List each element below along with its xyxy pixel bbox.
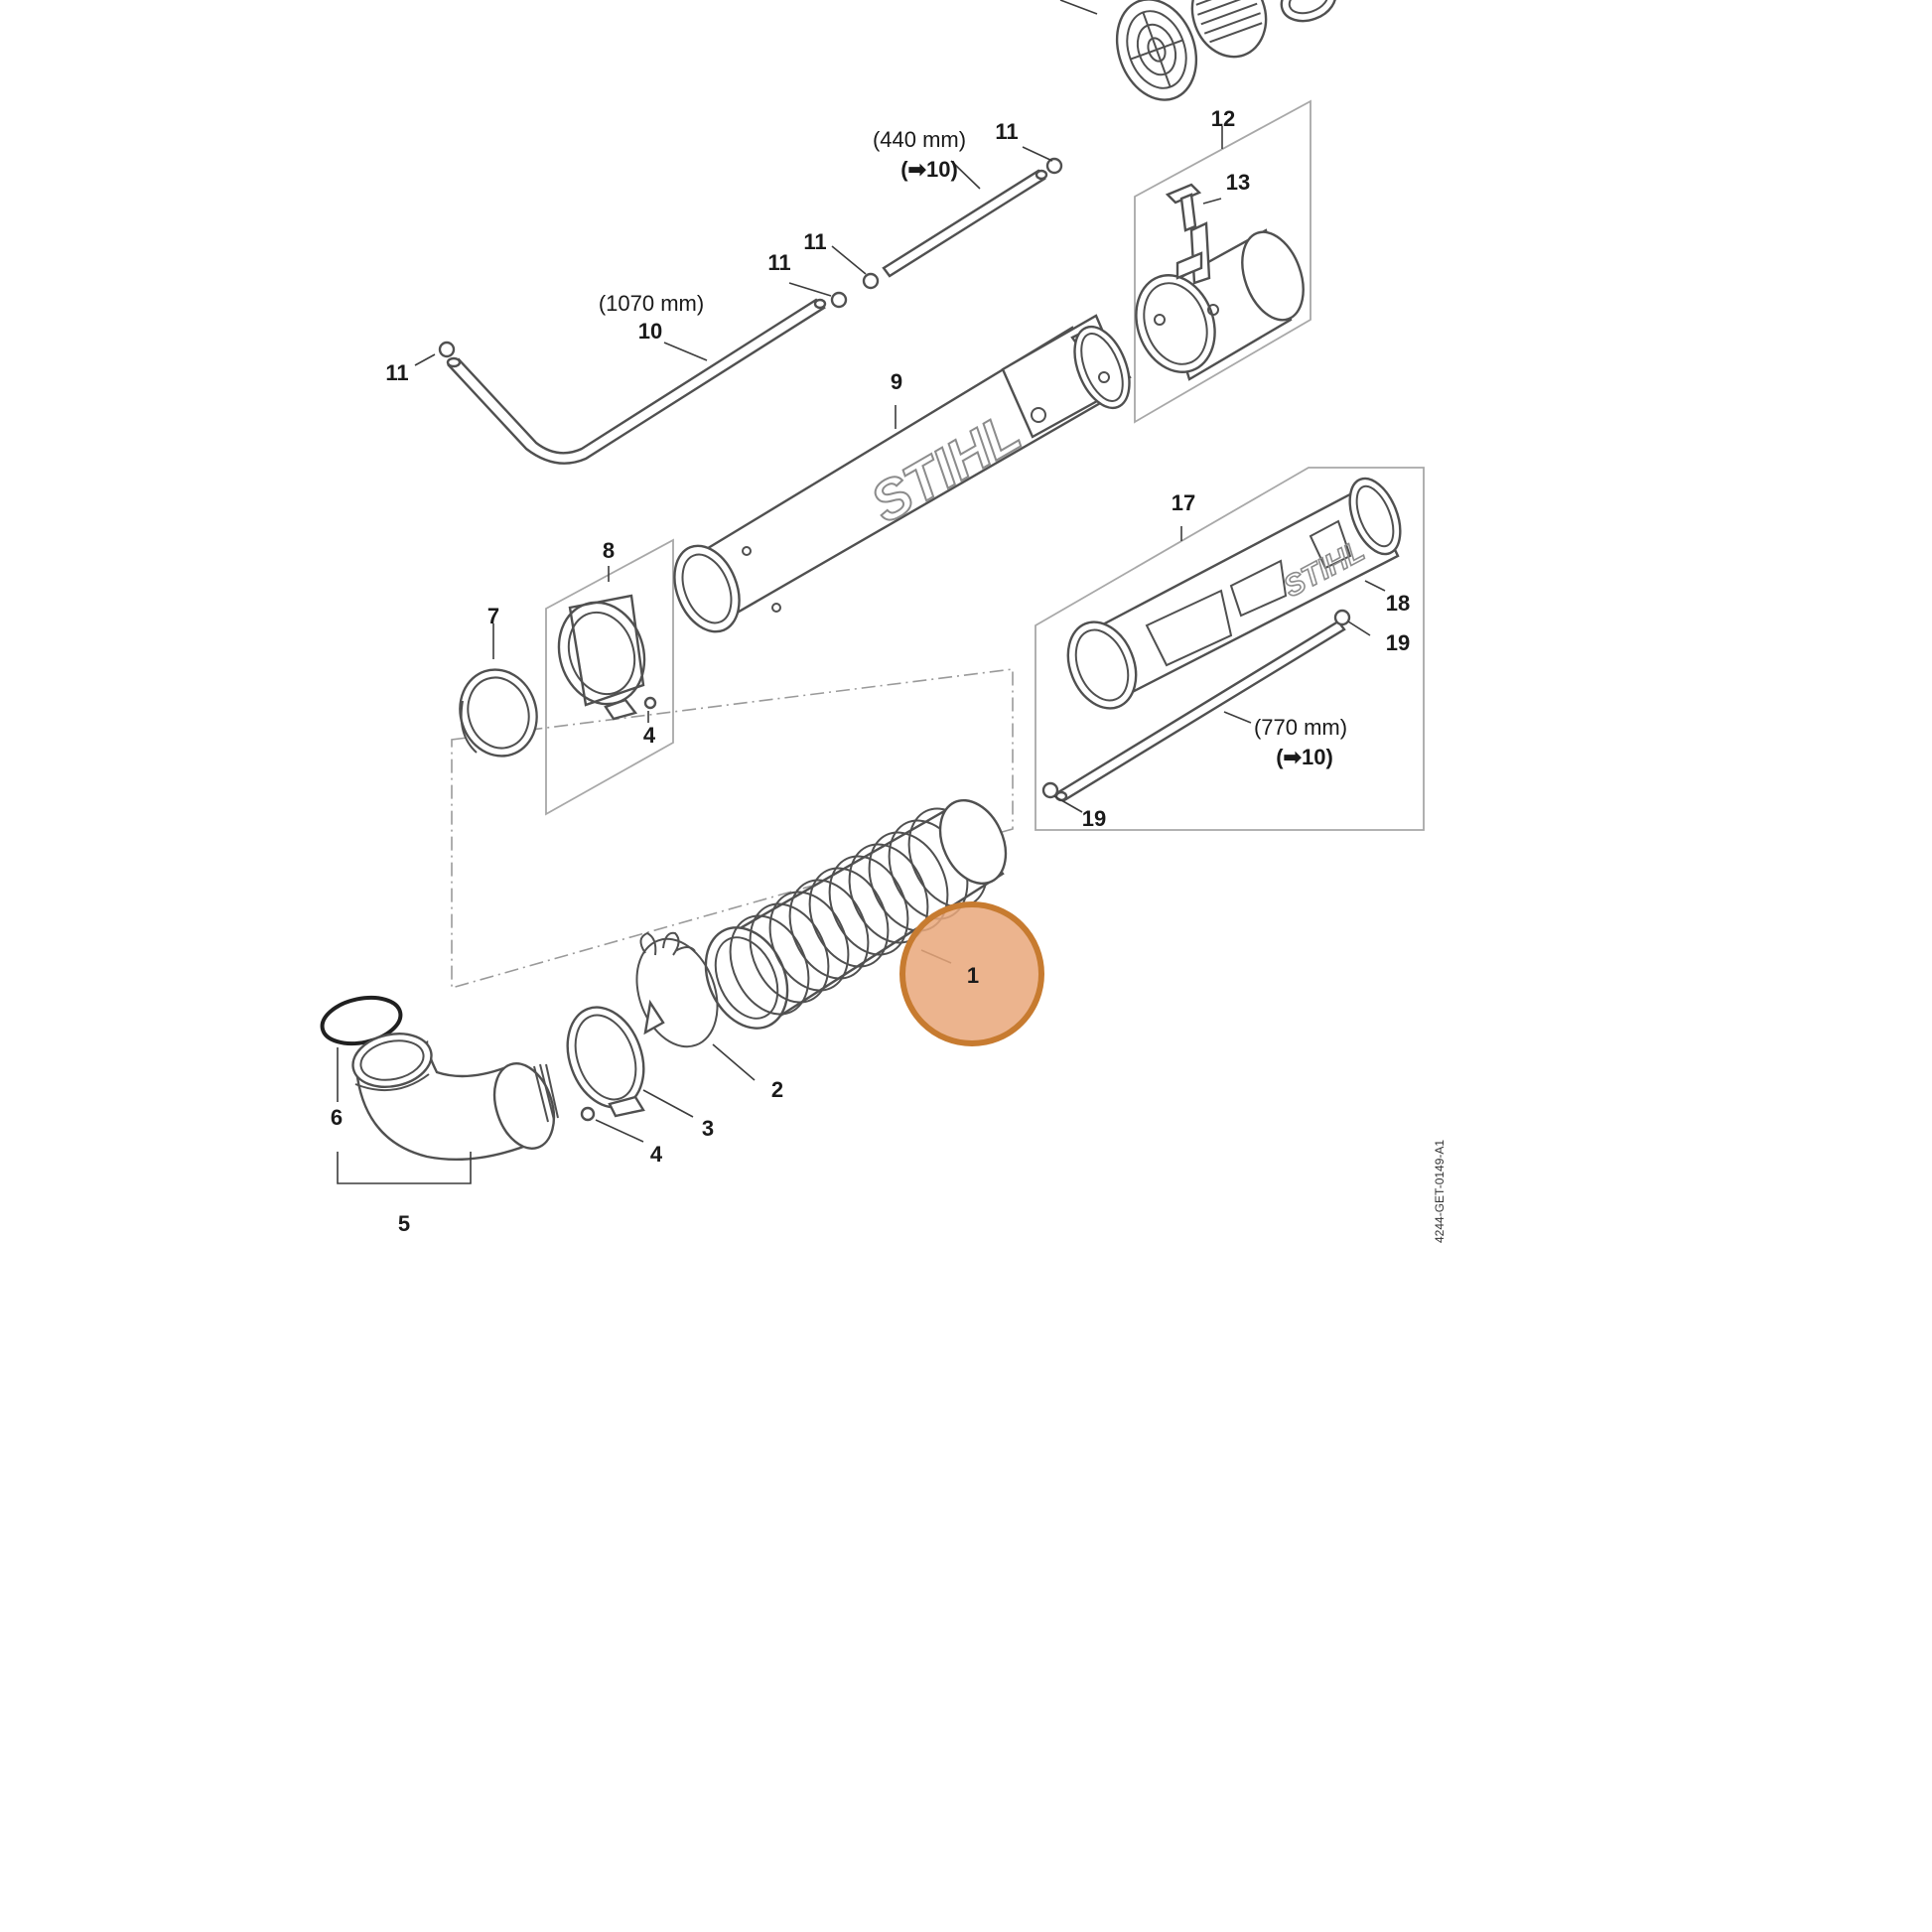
label-part-1[interactable]: 1 (967, 963, 979, 988)
label-part-10[interactable]: 10 (638, 319, 662, 344)
arrow-right-icon: ➡ (908, 157, 927, 182)
grille-parts (1059, 0, 1337, 101)
screw-4-lower (580, 1106, 596, 1122)
label-part-17[interactable]: 17 (1172, 490, 1195, 515)
label-part-13[interactable]: 13 (1226, 170, 1250, 195)
ref-arrow-440: (➡10) (900, 157, 958, 182)
highlight-marker (899, 901, 1044, 1046)
nut-19-lower (1041, 781, 1059, 799)
assembly-dash-frame (451, 668, 1014, 990)
spring-clip-2 (635, 931, 719, 1048)
ref-440-value: 10 (926, 157, 950, 182)
part-labels: 1 2 3 4 4 5 6 7 8 9 10 11 11 11 11 12 13… (331, 106, 1410, 1236)
frame-8 (545, 538, 674, 816)
label-part-4-lower[interactable]: 4 (650, 1142, 663, 1167)
label-part-7[interactable]: 7 (487, 604, 499, 628)
arrow-right-icon: ➡ (1284, 745, 1303, 769)
tube-770 (1054, 620, 1346, 802)
label-part-6[interactable]: 6 (331, 1105, 343, 1130)
label-part-18[interactable]: 18 (1386, 591, 1410, 616)
nut-parts (438, 157, 1063, 358)
drawing-code: 4244-GET-0149-A1 (1433, 1140, 1447, 1243)
nut-19-upper (1333, 609, 1351, 626)
tube-1070 (446, 298, 827, 465)
tube-17: STIHL (1066, 477, 1402, 710)
label-part-11-d[interactable]: 11 (995, 119, 1018, 144)
ring-7 (459, 668, 538, 758)
label-part-5[interactable]: 5 (398, 1211, 410, 1236)
label-part-9[interactable]: 9 (891, 369, 902, 394)
label-part-3[interactable]: 3 (702, 1116, 714, 1141)
clamp-3 (566, 1006, 645, 1118)
ref-arrow-770: (➡10) (1276, 745, 1333, 769)
label-part-12[interactable]: 12 (1211, 106, 1235, 131)
label-part-4-upper[interactable]: 4 (643, 723, 656, 748)
ref-770-value: 10 (1302, 745, 1325, 769)
clamp-8 (557, 594, 646, 721)
frame-12 (1134, 99, 1311, 424)
elbow-5 (351, 1033, 559, 1162)
oring-6 (320, 995, 403, 1046)
label-part-11-c[interactable]: 11 (803, 229, 826, 254)
label-part-19-lower[interactable]: 19 (1082, 806, 1106, 831)
label-part-11-a[interactable]: 11 (385, 360, 408, 385)
length-labels: (1070 mm) (440 mm) (770 mm) (➡10) (➡10) (599, 127, 1347, 769)
label-part-8[interactable]: 8 (603, 538, 615, 563)
tube-440 (882, 169, 1048, 278)
connector-12 (1135, 183, 1305, 381)
screw-4-upper (643, 696, 657, 710)
frame-17 (1035, 467, 1425, 831)
label-part-19-upper[interactable]: 19 (1386, 630, 1410, 655)
label-part-2[interactable]: 2 (771, 1077, 783, 1102)
length-1070: (1070 mm) (599, 291, 704, 316)
length-440: (440 mm) (873, 127, 966, 152)
label-part-11-b[interactable]: 11 (767, 250, 790, 275)
length-770: (770 mm) (1254, 715, 1347, 740)
